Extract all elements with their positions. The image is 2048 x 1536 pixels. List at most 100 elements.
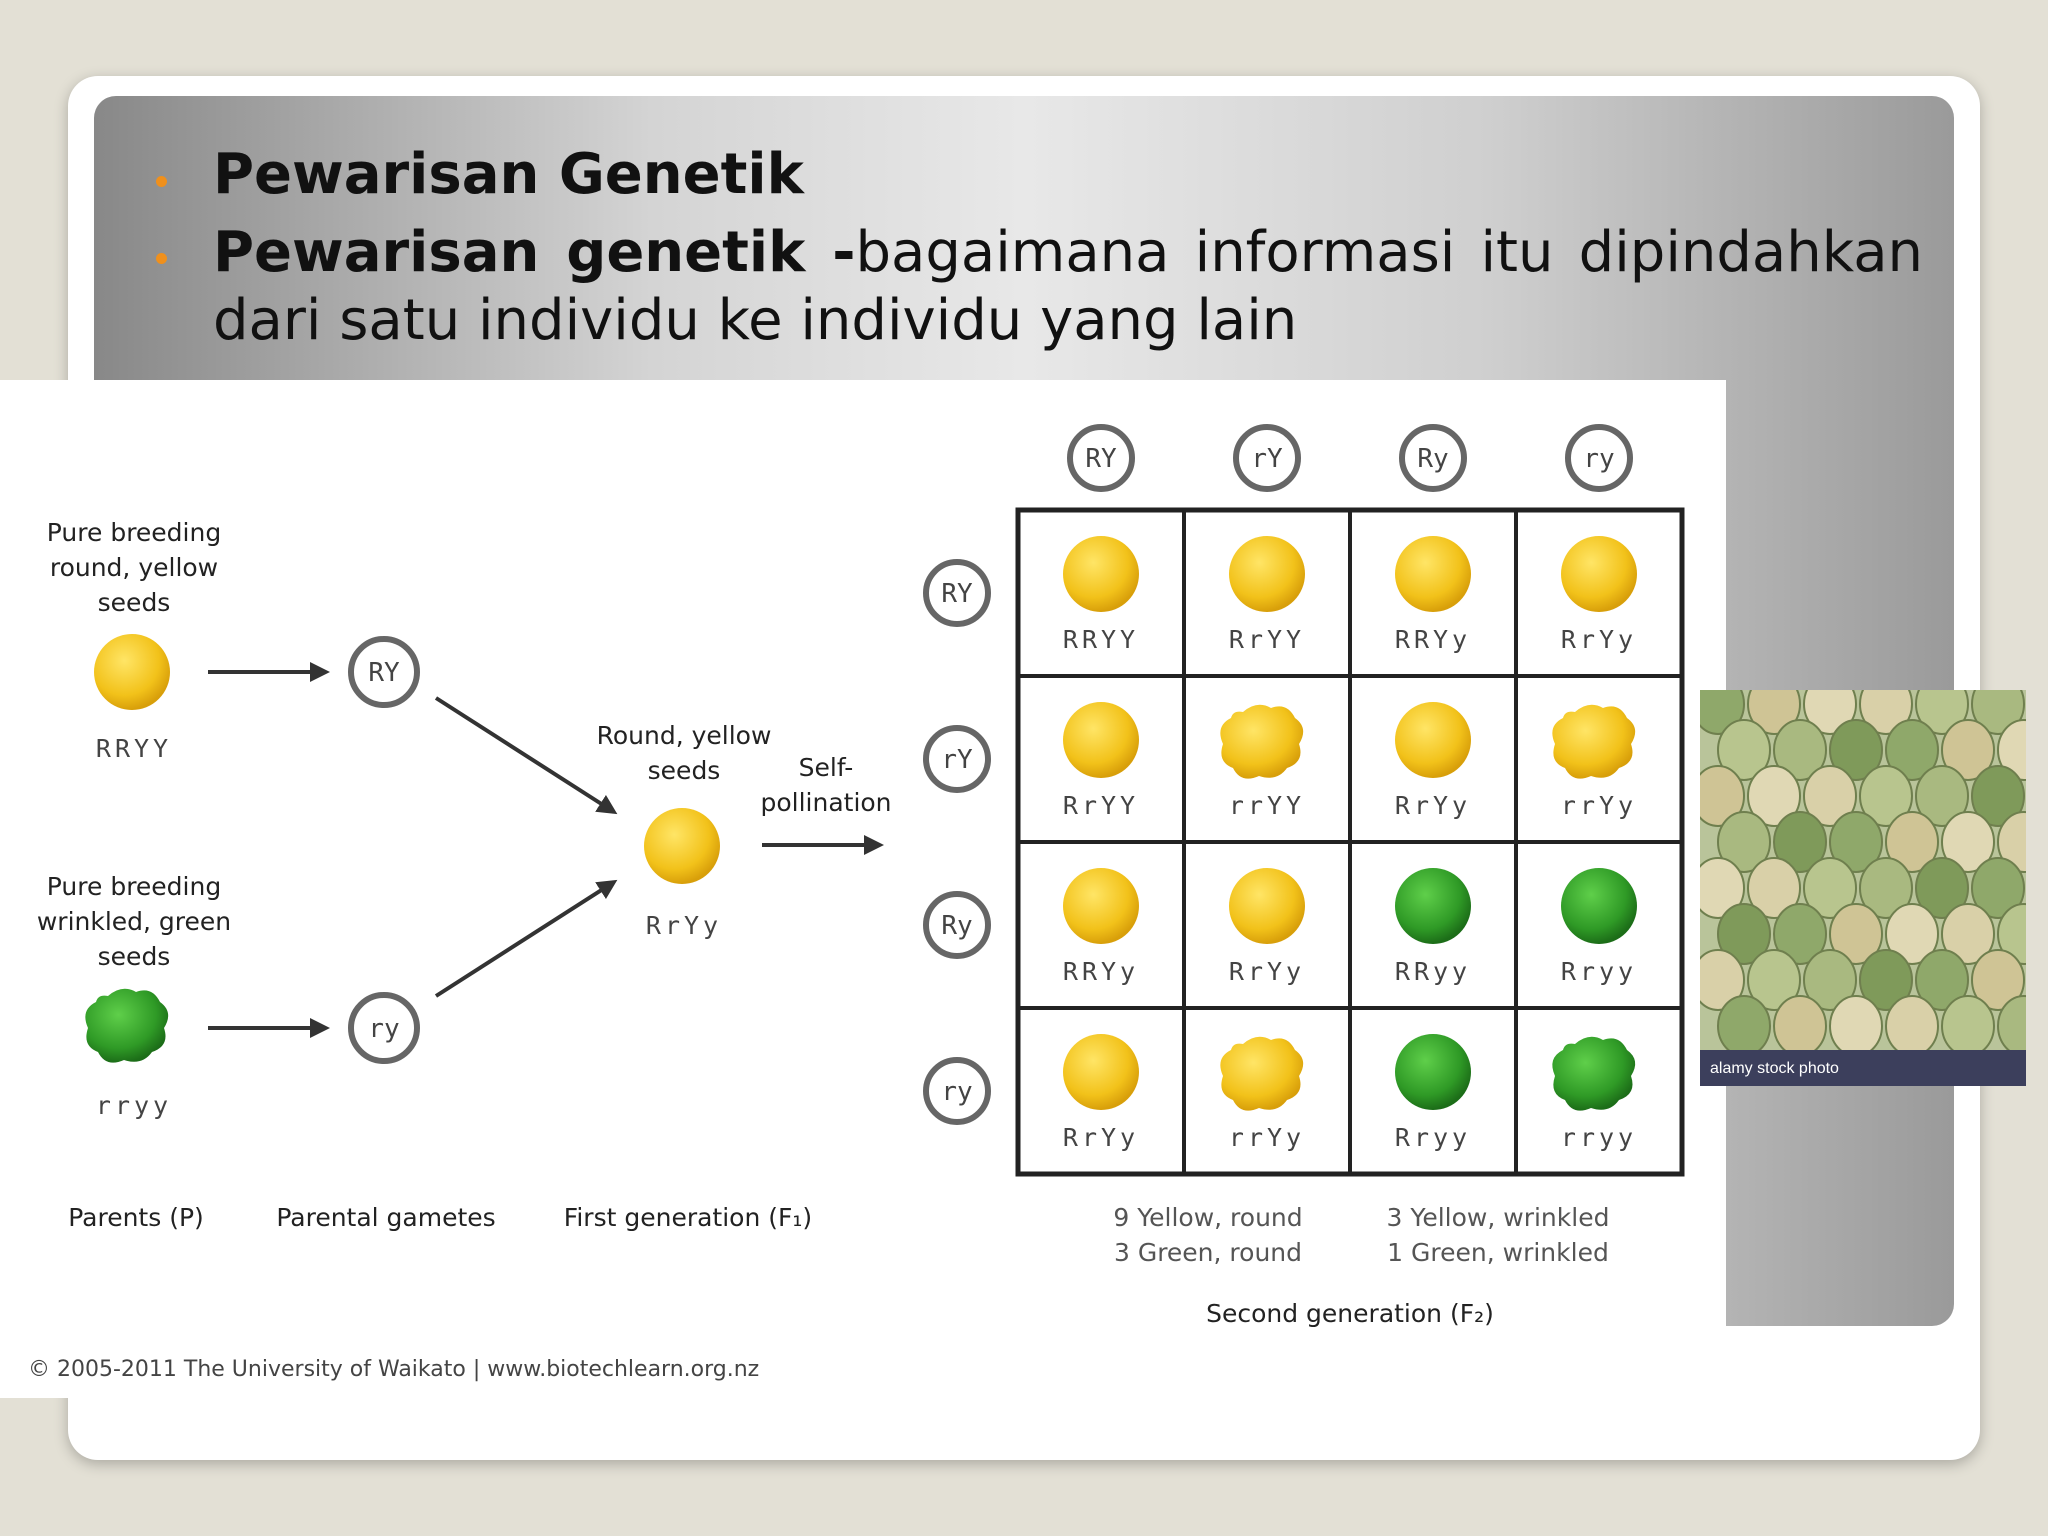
cell-genotype: rrYy [1229, 1123, 1305, 1152]
round-yellow-seed-icon [1229, 536, 1305, 612]
photo-watermark: alamy stock photo [1710, 1060, 1839, 1077]
cell-genotype: rryy [1561, 1123, 1637, 1152]
parent2-genotype: rryy [96, 1091, 172, 1120]
copyright-credit: © 2005-2011 The University of Waikato | … [28, 1357, 759, 1382]
ratio-green-wrinkled: 1 Green, wrinkled [1387, 1238, 1609, 1267]
top-gamete-3-label: ry [1583, 444, 1614, 474]
gamete-RY-label: RY [368, 658, 400, 688]
pea-seed-shape [1885, 995, 1939, 1057]
side-gamete-2-label: Ry [941, 911, 972, 941]
pea-seed-shape [1915, 765, 1969, 827]
pea-seed-shape [1717, 995, 1771, 1057]
pea-seed-shape [1971, 765, 2025, 827]
f1-label-line2: seeds [648, 756, 721, 785]
cell-genotype: RRYy [1395, 625, 1471, 654]
parent2-label-line2: wrinkled, green [37, 907, 231, 936]
bullet-dot-icon [156, 176, 167, 187]
pea-seed-shape [1971, 857, 2025, 919]
pea-seed-shape [1700, 857, 1745, 919]
round-green-seed-icon [1395, 868, 1471, 944]
parent2-label-line3: seeds [98, 942, 171, 971]
side-gamete-2-circle [923, 891, 991, 959]
pea-seed-shape [1717, 719, 1771, 781]
pea-seed-shape [1773, 903, 1827, 965]
pea-seed-shape [1971, 949, 2025, 1011]
self-pollination-line2: pollination [760, 788, 891, 817]
self-pollination-line1: Self- [799, 753, 854, 782]
pea-seeds-photo: alamy stock photo [1700, 690, 2026, 1086]
cell-genotype: RRYY [1063, 625, 1139, 654]
wrinkled-yellow-seed-icon [1220, 1036, 1304, 1111]
parent1-label-line1: Pure breeding [47, 518, 221, 547]
wrinkled-yellow-seed-icon [1220, 704, 1304, 779]
watermark-bar [1700, 1050, 2026, 1086]
cell-genotype: RRYy [1063, 957, 1139, 986]
round-yellow-seed-icon [1561, 536, 1637, 612]
pea-seed-shape [1803, 765, 1857, 827]
label-parents: Parents (P) [68, 1203, 204, 1232]
pea-seed-shape [1700, 765, 1745, 827]
cell-genotype: RrYy [1063, 1123, 1139, 1152]
definition-text-line2: dari satu individu ke individu yang lain [213, 288, 1298, 353]
round-yellow-seed-icon [1395, 702, 1471, 778]
pea-seeds-image [1700, 690, 2026, 1086]
gamete-ry-label: ry [368, 1014, 399, 1044]
wrinkled-yellow-seed-icon [1552, 704, 1636, 779]
bullet-dot-icon [156, 253, 167, 264]
cell-genotype: Rryy [1395, 1123, 1471, 1152]
top-gamete-1-label: rY [1251, 444, 1283, 474]
round-green-seed-icon [1561, 868, 1637, 944]
parent2-label-line1: Pure breeding [47, 872, 221, 901]
ratio-yellow-wrinkled: 3 Yellow, wrinkled [1387, 1203, 1610, 1232]
cell-genotype: rrYY [1229, 791, 1305, 820]
ratio-green-round: 3 Green, round [1114, 1238, 1302, 1267]
round-yellow-seed-icon [1063, 1034, 1139, 1110]
top-gamete-1-circle [1233, 424, 1301, 492]
pea-seed-shape [1885, 811, 1939, 873]
pea-seed-shape [1915, 949, 1969, 1011]
pea-seed-shape [1941, 903, 1995, 965]
cell-genotype: RrYY [1063, 791, 1139, 820]
pea-seed-shape [1941, 719, 1995, 781]
cell-genotype: RrYy [1395, 791, 1471, 820]
pea-seed-shape [1859, 857, 1913, 919]
cell-genotype: Rryy [1561, 957, 1637, 986]
label-second-generation: Second generation (F₂) [1206, 1299, 1494, 1328]
label-first-generation: First generation (F₁) [564, 1203, 812, 1232]
round-yellow-seed-icon [1063, 536, 1139, 612]
side-gamete-1-circle [923, 725, 991, 793]
label-parental-gametes: Parental gametes [276, 1203, 495, 1232]
top-gamete-0-label: RY [1085, 444, 1117, 474]
f1-label-line1: Round, yellow [597, 721, 772, 750]
top-gamete-3-circle [1565, 424, 1633, 492]
wrinkled-green-seed-icon [85, 988, 169, 1063]
pea-seed-shape [1915, 857, 1969, 919]
gamete-RY-circle [348, 636, 420, 708]
round-yellow-seed-icon [94, 634, 170, 710]
gamete-ry-circle [348, 992, 420, 1064]
dihybrid-cross-diagram: Pure breeding round, yellow seeds RRYY P… [0, 380, 1726, 1398]
side-gamete-0-label: RY [941, 579, 973, 609]
pea-seed-shape [1717, 903, 1771, 965]
side-gamete-1-label: rY [941, 745, 973, 775]
pea-seed-shape [1941, 811, 1995, 873]
pea-seed-shape [1773, 995, 1827, 1057]
top-gamete-2-circle [1399, 424, 1467, 492]
pea-seed-shape [1885, 903, 1939, 965]
pea-seed-shape [1803, 949, 1857, 1011]
round-yellow-seed-icon [1395, 536, 1471, 612]
cell-genotype: RRyy [1395, 957, 1471, 986]
cell-genotype: RrYy [1229, 957, 1305, 986]
pea-seed-shape [1829, 995, 1883, 1057]
pea-seed-shape [1773, 811, 1827, 873]
definition-text-line1: bagaimana informasi itu dipindahkan [855, 220, 1923, 285]
pea-seed-shape [1747, 949, 1801, 1011]
cell-genotype: RrYy [1561, 625, 1637, 654]
bullet-title: Pewarisan Genetik [213, 142, 804, 207]
pea-seed-shape [1829, 811, 1883, 873]
pea-seed-shape [1747, 857, 1801, 919]
pea-seed-shape [1747, 765, 1801, 827]
cell-genotype: RrYY [1229, 625, 1305, 654]
pea-seed-shape [1859, 765, 1913, 827]
